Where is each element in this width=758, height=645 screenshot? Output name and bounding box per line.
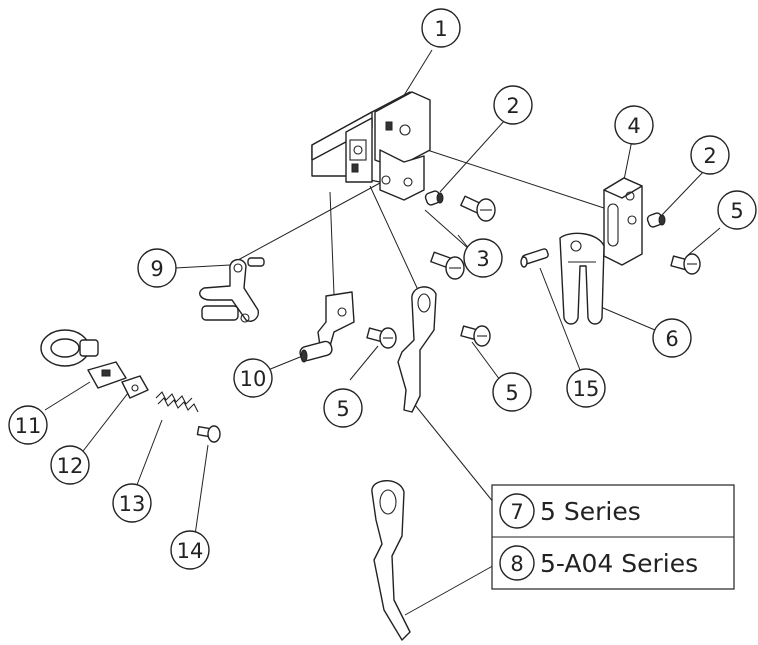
svg-text:5: 5 [505,381,518,405]
callout-3: 3 [463,238,503,278]
svg-text:2: 2 [506,94,519,118]
callout-15: 15 [566,368,606,408]
callout-5-right: 5 [717,190,757,230]
part-2-set-screw-right [646,212,666,228]
callout-10: 10 [233,358,273,398]
svg-text:15: 15 [573,377,600,401]
part-3-screw-upper [460,195,496,222]
part-10-bracket [299,291,355,363]
svg-text:5 Series: 5 Series [540,497,641,526]
svg-text:5: 5 [730,199,743,223]
part-5-screw-right [670,253,701,275]
svg-text:1: 1 [434,17,447,41]
callout-11: 11 [8,405,48,445]
legend-row-7: 7 5 Series [499,493,641,529]
callout-2-upper: 2 [493,85,533,125]
callout-4: 4 [614,105,654,145]
part-13-spring [155,391,199,413]
legend-row-8: 8 5-A04 Series [499,545,698,581]
part-7-looper-5-series [397,286,437,413]
svg-text:10: 10 [240,367,267,391]
part-6-fork-arm [559,232,605,325]
part-15-pin [520,248,549,268]
part-11-clamp [40,329,127,389]
part-2-set-screw-left [424,190,444,206]
part-5-screw-center-left [366,327,397,349]
part-3-screw-lower [430,251,465,280]
callout-12: 12 [50,445,90,485]
svg-text:9: 9 [150,257,163,281]
svg-text:7: 7 [510,500,523,524]
svg-text:14: 14 [177,539,204,563]
part-5-screw-center-right [460,325,491,347]
part-9-lever [199,257,265,323]
callout-9: 9 [137,248,177,288]
callout-5-lower: 5 [492,372,532,412]
svg-text:3: 3 [476,247,489,271]
part-14-screw [196,425,221,443]
svg-text:6: 6 [665,327,678,351]
part-12-tab [121,375,149,399]
callout-14: 14 [170,530,210,570]
part-8-looper-5-a04-series [371,480,411,641]
svg-text:4: 4 [627,114,640,138]
svg-text:11: 11 [15,414,42,438]
callout-1: 1 [421,8,461,48]
svg-text:5-A04 Series: 5-A04 Series [540,549,698,578]
svg-text:5: 5 [336,397,349,421]
part-4-guide-block [603,177,643,266]
part-1-block-assembly [311,91,431,201]
callout-6: 6 [652,318,692,358]
callout-13: 13 [112,483,152,523]
svg-text:2: 2 [703,144,716,168]
callout-5-center-left: 5 [323,388,363,428]
svg-text:13: 13 [119,492,146,516]
series-legend: 7 5 Series 8 5-A04 Series [491,484,735,590]
leader-lines [44,49,721,616]
callout-2-right: 2 [690,135,730,175]
svg-text:8: 8 [510,552,523,576]
svg-text:12: 12 [57,454,84,478]
